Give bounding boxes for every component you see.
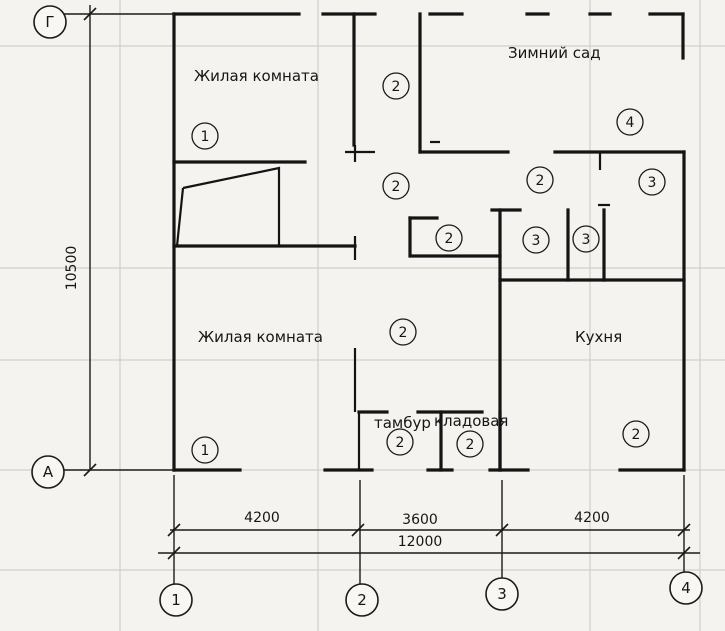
axis-label: А [43, 463, 54, 481]
tag-1-living-top: 1 [191, 122, 219, 150]
tag-2-kitchen: 2 [622, 420, 650, 448]
axis-label: 2 [357, 591, 367, 609]
tag-label: 3 [532, 233, 541, 249]
axis-label: 4 [681, 579, 691, 597]
axis-marker-row-bottom: А [31, 455, 65, 489]
tag-4-garden: 4 [616, 108, 644, 136]
tag-2-pantry: 2 [456, 430, 484, 458]
tag-2-closet: 2 [435, 224, 463, 252]
dimension-height: 10500 [64, 246, 80, 291]
tag-2-vestibule: 2 [386, 428, 414, 456]
tag-3-storage-left: 3 [522, 226, 550, 254]
dimension-lines [60, 5, 700, 585]
room-label-pantry: кладовая [434, 412, 508, 430]
tag-label: 3 [582, 232, 591, 248]
tag-label: 1 [201, 443, 210, 459]
axis-label: 1 [171, 591, 181, 609]
tag-2-left-window: 2 [382, 72, 410, 100]
tag-label: 2 [399, 325, 408, 341]
tag-label: 2 [632, 427, 641, 443]
room-label-vestibule: тамбур [374, 414, 431, 432]
dimension-span-3: 4200 [574, 510, 610, 526]
tag-label: 3 [648, 175, 657, 191]
room-label-kitchen: Кухня [575, 328, 622, 346]
tag-label: 2 [392, 79, 401, 95]
room-label-winter-garden: Зимний сад [508, 44, 601, 62]
dimension-span-1: 4200 [244, 510, 280, 526]
room-label-living-bottom: Жилая комната [198, 328, 323, 346]
axis-label: Г [45, 13, 54, 31]
tag-3-storage-right: 3 [572, 225, 600, 253]
tag-label: 2 [466, 437, 475, 453]
tag-3-garden-right: 3 [638, 168, 666, 196]
dimension-total-width: 12000 [398, 534, 443, 550]
tag-label: 2 [392, 179, 401, 195]
tag-label: 2 [445, 231, 454, 247]
tag-2-garden-door: 2 [526, 166, 554, 194]
tag-2-hall-top: 2 [382, 172, 410, 200]
axis-marker-row-top: Г [33, 5, 67, 39]
tag-label: 4 [626, 115, 635, 131]
axis-label: 3 [497, 585, 507, 603]
axis-marker-col-4: 4 [669, 571, 703, 605]
tag-label: 2 [536, 173, 545, 189]
axis-marker-col-3: 3 [485, 577, 519, 611]
tag-label: 2 [396, 435, 405, 451]
axis-marker-col-1: 1 [159, 583, 193, 617]
tag-1-living-bottom: 1 [191, 436, 219, 464]
tag-label: 1 [201, 129, 210, 145]
room-label-living-top: Жилая комната [194, 67, 319, 85]
tag-2-hall: 2 [389, 318, 417, 346]
dimension-span-2: 3600 [402, 512, 438, 528]
walls [172, 12, 686, 472]
axis-marker-col-2: 2 [345, 583, 379, 617]
